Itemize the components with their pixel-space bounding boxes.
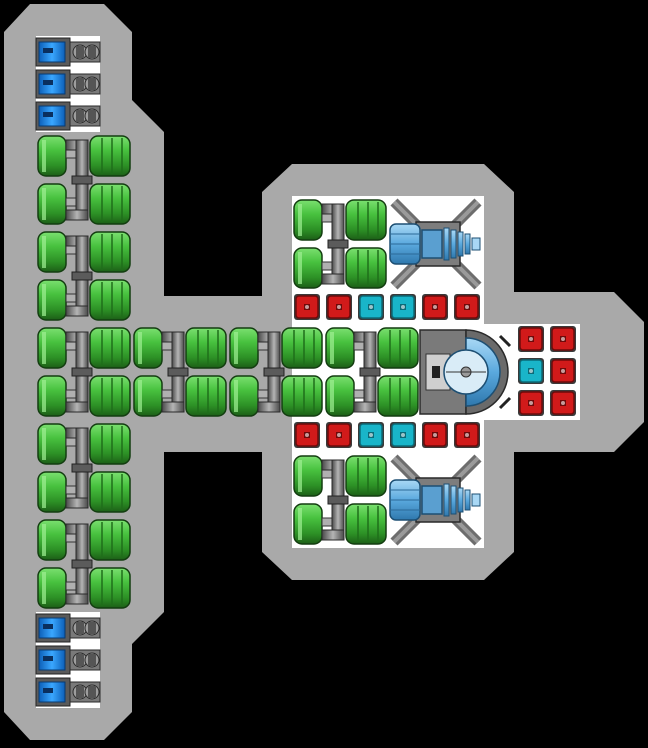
battery-module[interactable] [35, 69, 101, 99]
armor-block-red[interactable] [518, 390, 544, 416]
fuel-tank-center[interactable] [229, 327, 323, 417]
thruster-module[interactable] [389, 198, 482, 290]
fuel-tank-left[interactable] [37, 135, 131, 225]
armor-block-cyan[interactable] [358, 294, 384, 320]
fuel-tank-center[interactable] [325, 327, 419, 417]
battery-module[interactable] [35, 677, 101, 707]
fuel-tank-right[interactable] [293, 199, 387, 289]
fuel-tank-center[interactable] [133, 327, 227, 417]
armor-block-red[interactable] [550, 390, 576, 416]
armor-block-cyan[interactable] [390, 422, 416, 448]
fuel-tank-left[interactable] [37, 423, 131, 513]
armor-block-red[interactable] [294, 422, 320, 448]
battery-module[interactable] [35, 101, 101, 131]
armor-block-red[interactable] [550, 358, 576, 384]
battery-module[interactable] [35, 37, 101, 67]
armor-block-red[interactable] [294, 294, 320, 320]
armor-block-cyan[interactable] [358, 422, 384, 448]
fuel-tank-right[interactable] [293, 455, 387, 545]
battery-module[interactable] [35, 645, 101, 675]
thruster-module[interactable] [389, 454, 482, 546]
fuel-tank-left[interactable] [37, 231, 131, 321]
armor-block-red[interactable] [454, 294, 480, 320]
armor-block-cyan[interactable] [390, 294, 416, 320]
cockpit-module[interactable] [419, 329, 512, 415]
fuel-tank-left[interactable] [37, 519, 131, 609]
armor-block-red[interactable] [454, 422, 480, 448]
battery-module[interactable] [35, 613, 101, 643]
armor-block-red[interactable] [422, 294, 448, 320]
armor-block-cyan[interactable] [518, 358, 544, 384]
fuel-tank-left[interactable] [37, 327, 131, 417]
armor-block-red[interactable] [326, 422, 352, 448]
armor-block-red[interactable] [422, 422, 448, 448]
armor-block-red[interactable] [518, 326, 544, 352]
armor-block-red[interactable] [550, 326, 576, 352]
armor-block-red[interactable] [326, 294, 352, 320]
